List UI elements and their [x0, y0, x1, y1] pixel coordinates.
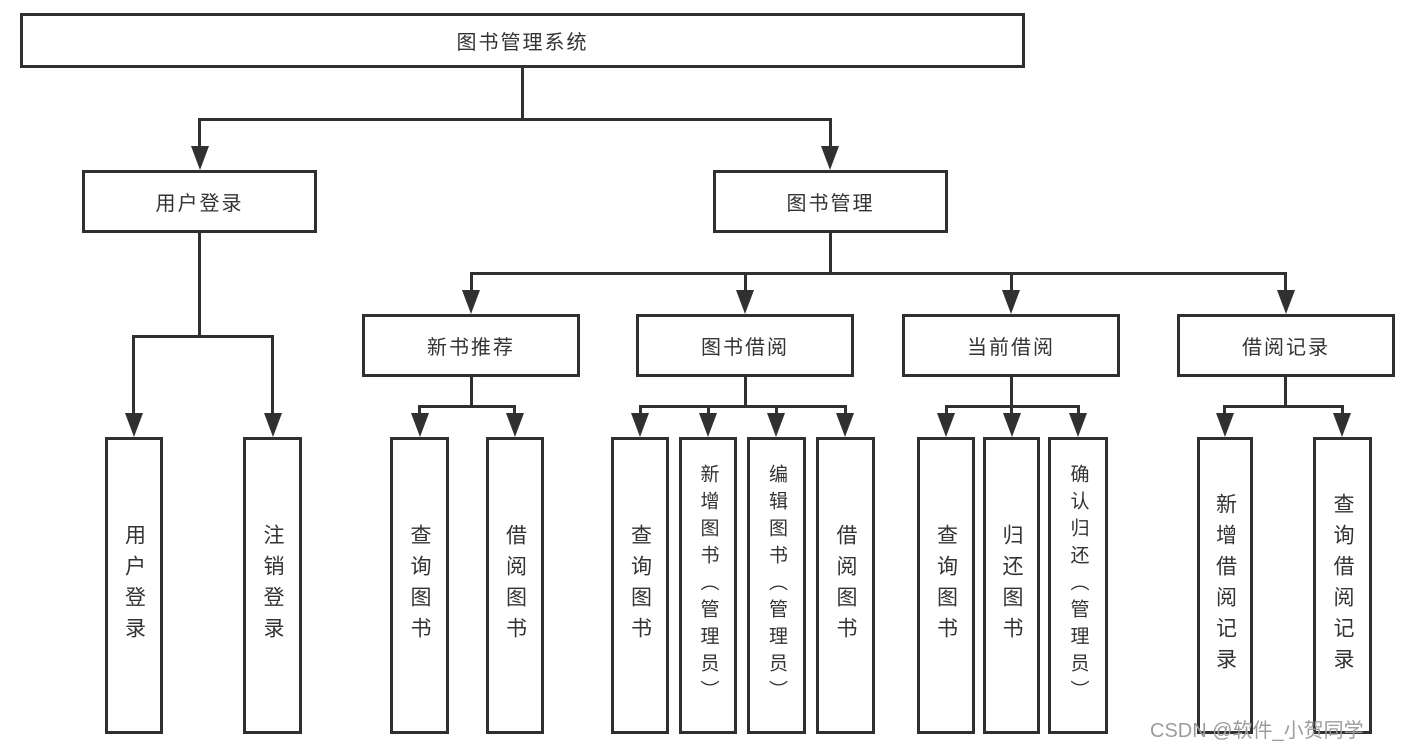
node-current-borrowing-label: 当前借阅	[967, 337, 1055, 359]
node-book-borrowing: 图书借阅	[636, 314, 854, 377]
leaf-br-add-record: 新增借阅记录	[1197, 437, 1253, 734]
node-borrowing-records-label: 借阅记录	[1242, 337, 1330, 359]
node-new-book-recommend-label: 新书推荐	[427, 337, 515, 359]
leaf-cb-query-books-label: 查询图书	[934, 523, 958, 648]
connector-line	[744, 272, 747, 292]
leaf-user-login-label: 用户登录	[122, 523, 146, 648]
connector-line	[639, 405, 642, 415]
leaf-br-query-record: 查询借阅记录	[1313, 437, 1372, 734]
connector-line	[945, 405, 948, 415]
connector-line	[470, 377, 473, 405]
connector-line	[1010, 272, 1013, 292]
connector-line	[1010, 405, 1013, 415]
arrowhead-icon	[1216, 413, 1234, 437]
arrowhead-icon	[1002, 290, 1020, 314]
arrowhead-icon	[264, 413, 282, 437]
connector-line	[418, 405, 516, 408]
arrowhead-icon	[631, 413, 649, 437]
leaf-bb-edit-books: 编辑图书（管理员）	[747, 437, 806, 734]
node-book-management-label: 图书管理	[786, 193, 875, 215]
arrowhead-icon	[1277, 290, 1295, 314]
leaf-br-add-record-label: 新增借阅记录	[1213, 492, 1237, 679]
node-new-book-recommend: 新书推荐	[362, 314, 580, 377]
connector-line	[707, 405, 710, 415]
leaf-nbr-borrow-books: 借阅图书	[486, 437, 544, 734]
connector-line	[844, 405, 847, 415]
connector-line	[639, 405, 847, 408]
connector-line	[829, 233, 832, 272]
leaf-bb-edit-books-label: 编辑图书（管理员）	[766, 464, 787, 707]
connector-line	[198, 118, 201, 148]
leaf-nbr-query-books: 查询图书	[390, 437, 449, 734]
arrowhead-icon	[506, 413, 524, 437]
arrowhead-icon	[411, 413, 429, 437]
connector-line	[1284, 272, 1287, 292]
leaf-cb-return-books: 归还图书	[983, 437, 1040, 734]
arrowhead-icon	[821, 146, 839, 170]
connector-line	[470, 272, 473, 292]
connector-line	[1284, 377, 1287, 405]
node-book-borrowing-label: 图书借阅	[701, 337, 789, 359]
arrowhead-icon	[937, 413, 955, 437]
connector-line	[521, 68, 524, 118]
leaf-cb-query-books: 查询图书	[917, 437, 975, 734]
arrowhead-icon	[699, 413, 717, 437]
node-root-label: 图书管理系统	[456, 32, 589, 54]
connector-line	[829, 118, 832, 148]
connector-line	[132, 335, 274, 338]
leaf-bb-query-books-label: 查询图书	[628, 523, 652, 648]
leaf-user-login: 用户登录	[105, 437, 163, 734]
node-borrowing-records: 借阅记录	[1177, 314, 1395, 377]
connector-line	[1010, 377, 1013, 405]
arrowhead-icon	[125, 413, 143, 437]
leaf-bb-borrow-books: 借阅图书	[816, 437, 875, 734]
arrowhead-icon	[191, 146, 209, 170]
connector-line	[198, 118, 832, 121]
connector-line	[1077, 405, 1080, 415]
arrowhead-icon	[462, 290, 480, 314]
connector-line	[132, 335, 135, 415]
csdn-watermark: CSDN @软件_小贺同学	[1150, 720, 1364, 742]
connector-line	[513, 405, 516, 415]
connector-line	[1341, 405, 1344, 415]
arrowhead-icon	[1333, 413, 1351, 437]
leaf-logout-label: 注销登录	[261, 523, 284, 648]
node-root: 图书管理系统	[20, 13, 1025, 68]
connector-line	[744, 377, 747, 405]
leaf-bb-query-books: 查询图书	[611, 437, 669, 734]
arrowhead-icon	[1003, 413, 1021, 437]
connector-line	[775, 405, 778, 415]
leaf-nbr-borrow-books-label: 借阅图书	[503, 523, 527, 648]
leaf-bb-add-books: 新增图书（管理员）	[679, 437, 737, 734]
leaf-br-query-record-label: 查询借阅记录	[1331, 492, 1354, 679]
connector-line	[418, 405, 421, 415]
leaf-cb-return-books-label: 归还图书	[1000, 523, 1023, 648]
node-current-borrowing: 当前借阅	[902, 314, 1120, 377]
arrowhead-icon	[736, 290, 754, 314]
connector-line	[198, 233, 201, 335]
leaf-logout: 注销登录	[243, 437, 302, 734]
connector-line	[1223, 405, 1226, 415]
leaf-nbr-query-books-label: 查询图书	[408, 523, 431, 648]
connector-line	[470, 272, 1287, 275]
arrowhead-icon	[1069, 413, 1087, 437]
node-book-management: 图书管理	[713, 170, 948, 233]
leaf-cb-confirm-return-label: 确认归还（管理员）	[1067, 464, 1089, 707]
connector-line	[1223, 405, 1344, 408]
arrowhead-icon	[767, 413, 785, 437]
arrowhead-icon	[836, 413, 854, 437]
node-user-login-label: 用户登录	[155, 193, 244, 215]
leaf-bb-add-books-label: 新增图书（管理员）	[697, 464, 719, 707]
leaf-cb-confirm-return: 确认归还（管理员）	[1048, 437, 1108, 734]
connector-line	[271, 335, 274, 415]
leaf-bb-borrow-books-label: 借阅图书	[834, 523, 857, 648]
node-user-login: 用户登录	[82, 170, 317, 233]
